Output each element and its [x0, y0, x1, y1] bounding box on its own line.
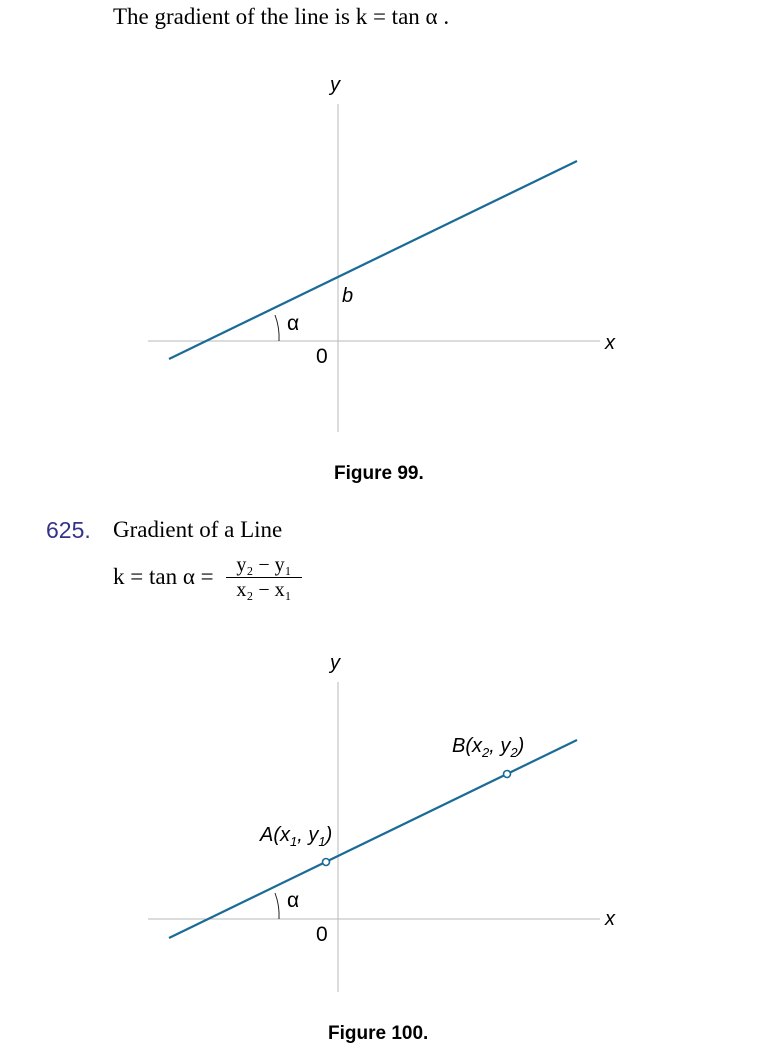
fraction-denominator: x₂ − x₁ [236, 579, 292, 601]
formula-lhs: k = tan α = [113, 564, 214, 589]
figure-100-caption: Figure 100. [328, 1023, 429, 1044]
figure-99-caption: Figure 99. [334, 463, 424, 484]
section-title: Gradient of a Line [113, 517, 283, 542]
angle-label: α [287, 889, 299, 912]
y-axis-label: y [328, 652, 341, 674]
x-axis-label: x [604, 908, 616, 930]
origin-label: 0 [316, 345, 328, 368]
angle-arc [274, 892, 280, 920]
point-a-label: A(x1, y1) [259, 824, 332, 849]
point-a-marker [321, 857, 331, 867]
graph-line [168, 160, 578, 360]
gradient-fraction: y₂ − y₁ x₂ − x₁ [226, 554, 302, 602]
origin-label: 0 [316, 923, 328, 946]
intro-sentence: The gradient of the line is k = tan α . [113, 4, 449, 30]
x-axis-label: x [604, 332, 616, 354]
intro-formula: k = tan α . [355, 4, 450, 29]
figure-100: α 0 x y A(x1, y1) B(x2, y2) [148, 652, 616, 992]
y-axis-label: y [328, 74, 341, 96]
graph-line [168, 739, 578, 939]
point-b-marker [502, 769, 512, 779]
section-number: 625. [46, 517, 91, 543]
figure-99: α b 0 x y [148, 74, 616, 432]
angle-label: α [287, 312, 299, 335]
angle-arc [274, 314, 280, 342]
fraction-numerator: y₂ − y₁ [226, 554, 302, 578]
intro-text: The gradient of the line is [113, 4, 350, 29]
intercept-label: b [342, 285, 353, 307]
point-b-label: B(x2, y2) [452, 735, 524, 760]
